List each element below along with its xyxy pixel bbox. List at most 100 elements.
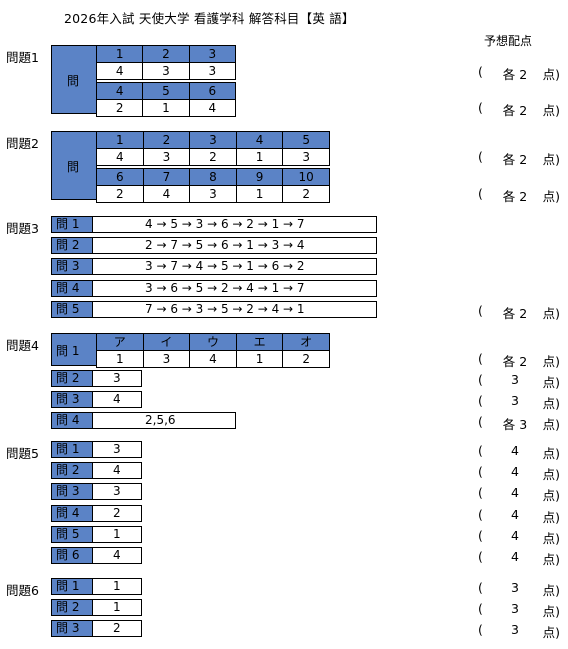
- q2-v-1: 4: [96, 148, 144, 166]
- points-value: 3: [511, 393, 519, 408]
- q5-answer-2: 4: [92, 462, 142, 479]
- q4-kana-u: ウ: [189, 333, 237, 351]
- points-open: (: [478, 549, 483, 564]
- q4-tag-3: 問 3: [51, 391, 93, 408]
- q6-answer-2: 1: [92, 599, 142, 616]
- q4-answer-3: 4: [92, 391, 142, 408]
- q5-tag-6: 問 6: [51, 547, 93, 564]
- q6-tag-2: 問 2: [51, 599, 93, 616]
- q3-answer-2: 2 → 7 → 5 → 6 → 1 → 3 → 4: [92, 237, 377, 254]
- points-close: 点): [542, 375, 560, 390]
- q3-answer-3: 3 → 7 → 4 → 5 → 1 → 6 → 2: [92, 258, 377, 275]
- q2-v-9: 1: [235, 185, 284, 203]
- points-open: (: [478, 303, 483, 318]
- q4-kana-ans-a: 1: [96, 350, 144, 368]
- mon-label: 問: [67, 74, 80, 88]
- q2-v-4: 1: [235, 148, 284, 166]
- q2-v-7: 4: [142, 185, 191, 203]
- q2-h-3: 3: [189, 131, 237, 149]
- points-open: (: [478, 186, 483, 201]
- points-value: 4: [511, 443, 519, 458]
- points-close: 点): [542, 306, 560, 321]
- points-open: (: [478, 414, 483, 429]
- points-close: 点): [542, 354, 560, 369]
- points-close: 点): [542, 604, 560, 619]
- page-title: 2026年入試 天使大学 看護学科 解答科目【英 語】: [64, 11, 355, 26]
- q2-h-1: 1: [96, 131, 144, 149]
- q4-kana-ans-o: 2: [282, 350, 330, 368]
- points-open: (: [478, 100, 483, 115]
- points-open: (: [478, 622, 483, 637]
- q1-h-3: 3: [188, 45, 237, 63]
- points-close: 点): [542, 552, 560, 567]
- q4-kana-a: ア: [96, 333, 144, 351]
- points-close: 点): [542, 583, 560, 598]
- points-open: (: [478, 372, 483, 387]
- points-q1-row1: ( 各 2 点): [478, 64, 560, 82]
- points-open: (: [478, 507, 483, 522]
- points-close: 点): [542, 67, 560, 82]
- q2-h-2: 2: [142, 131, 191, 149]
- q1-v-6: 4: [188, 99, 237, 117]
- question-5-label: 問題5: [6, 446, 39, 461]
- q4-tag-2: 問 2: [51, 370, 93, 387]
- points-value: 各 2: [502, 152, 528, 167]
- points-value: 4: [511, 485, 519, 500]
- q4-kana-ans-u: 4: [189, 350, 237, 368]
- points-open: (: [478, 149, 483, 164]
- points-open: (: [478, 601, 483, 616]
- points-open: (: [478, 580, 483, 595]
- points-close: 点): [542, 531, 560, 546]
- q4-kana-ans-e: 1: [235, 350, 284, 368]
- q3-tag-3: 問 3: [51, 258, 93, 275]
- points-close: 点): [542, 152, 560, 167]
- points-value: 各 2: [502, 103, 528, 118]
- points-open: (: [478, 64, 483, 79]
- q4-answer-2: 3: [92, 370, 142, 387]
- points-value: 4: [511, 507, 519, 522]
- q3-tag-2: 問 2: [51, 237, 93, 254]
- q2-v-8: 3: [189, 185, 237, 203]
- q6-tag-3: 問 3: [51, 620, 93, 637]
- mon-label: 問: [67, 160, 80, 174]
- q3-tag-5: 問 5: [51, 301, 93, 318]
- q2-h-4: 4: [235, 131, 284, 149]
- q1-h-5: 5: [142, 82, 190, 100]
- q5-tag-3: 問 3: [51, 483, 93, 500]
- points-close: 点): [542, 189, 560, 204]
- points-value: 3: [511, 622, 519, 637]
- points-q1-row2: ( 各 2 点): [478, 100, 560, 118]
- points-close: 点): [542, 103, 560, 118]
- q6-answer-1: 1: [92, 578, 142, 595]
- q1-h-2: 2: [142, 45, 190, 63]
- score-header: 予想配点: [484, 34, 533, 48]
- q4-kana-i: イ: [142, 333, 191, 351]
- mon-label: 問 1: [56, 344, 80, 358]
- points-value: 4: [511, 528, 519, 543]
- q5-answer-5: 1: [92, 526, 142, 543]
- q5-tag-1: 問 1: [51, 441, 93, 458]
- q1-v-4: 2: [95, 99, 144, 117]
- question-1-label: 問題1: [6, 50, 39, 65]
- q4-answer-4: 2,5,6: [92, 412, 236, 429]
- points-value: 各 2: [502, 67, 528, 82]
- points-value: 4: [511, 464, 519, 479]
- q3-answer-4: 3 → 6 → 5 → 2 → 4 → 1 → 7: [92, 280, 377, 297]
- q5-tag-2: 問 2: [51, 462, 93, 479]
- q2-v-3: 2: [189, 148, 237, 166]
- q4-kana-ans-i: 3: [142, 350, 191, 368]
- points-close: 点): [542, 396, 560, 411]
